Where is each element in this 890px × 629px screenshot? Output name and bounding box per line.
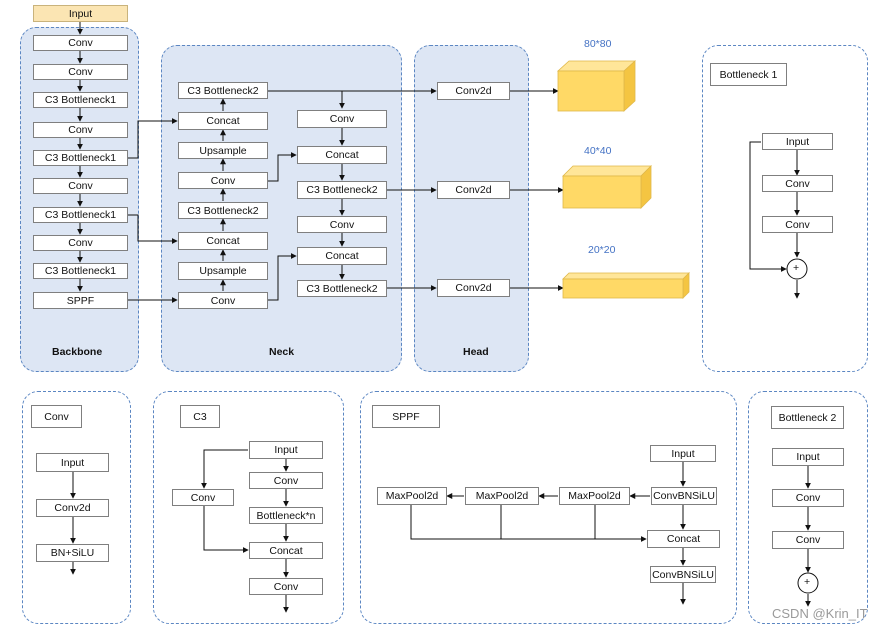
- neck-left-layer-2: Concat: [178, 112, 268, 130]
- neck-label: Neck: [269, 346, 295, 358]
- head-conv2d-2: Conv2d: [437, 181, 510, 199]
- bottleneck1-title: Bottleneck 1: [710, 63, 787, 86]
- bottleneck2-sum-symbol: +: [804, 576, 811, 588]
- backbone-layer-6: Conv: [33, 178, 128, 194]
- neck-right-layer-5: Concat: [297, 247, 387, 265]
- bottleneck1-sum-node: [786, 258, 808, 280]
- backbone-label: Backbone: [52, 346, 103, 358]
- backbone-layer-5: C3 Bottleneck1: [33, 150, 128, 166]
- feature-map-80: [556, 60, 637, 112]
- c3-module-title: C3: [180, 405, 220, 428]
- neck-right-layer-1: Conv: [297, 110, 387, 128]
- head-label: Head: [463, 346, 489, 358]
- bottleneck2-input: Input: [772, 448, 844, 466]
- sppf-module-convbnsilu-out: ConvBNSiLU: [650, 566, 716, 583]
- conv-module-panel: [22, 391, 131, 624]
- backbone-layer-7: C3 Bottleneck1: [33, 207, 128, 223]
- c3-module-conv-shortcut: Conv: [172, 489, 234, 506]
- neck-right-layer-4: Conv: [297, 216, 387, 233]
- conv-module-bn-silu: BN+SiLU: [36, 544, 109, 562]
- backbone-layer-3: C3 Bottleneck1: [33, 92, 128, 108]
- bottleneck1-conv-2: Conv: [762, 216, 833, 233]
- bottleneck1-conv-1: Conv: [762, 175, 833, 192]
- sppf-module-convbnsilu-in: ConvBNSiLU: [651, 487, 717, 505]
- sppf-module-input: Input: [650, 445, 716, 462]
- c3-module-input: Input: [249, 441, 323, 459]
- bottleneck2-conv-1: Conv: [772, 489, 844, 507]
- bottleneck2-sum-node: [797, 572, 819, 594]
- neck-left-layer-7: Upsample: [178, 262, 268, 280]
- backbone-layer-9: C3 Bottleneck1: [33, 263, 128, 279]
- bottleneck1-panel: [702, 45, 868, 372]
- bottleneck2-panel: [748, 391, 868, 624]
- conv-module-input: Input: [36, 453, 109, 472]
- neck-right-layer-6: C3 Bottleneck2: [297, 280, 387, 297]
- sppf-module-panel: [360, 391, 737, 624]
- head-conv2d-1: Conv2d: [437, 82, 510, 100]
- neck-left-layer-1: C3 Bottleneck2: [178, 82, 268, 99]
- feature-map-20: [562, 272, 690, 299]
- neck-right-layer-2: Concat: [297, 146, 387, 164]
- output-size-40: 40*40: [584, 145, 612, 157]
- backbone-layer-1: Conv: [33, 35, 128, 51]
- neck-right-layer-3: C3 Bottleneck2: [297, 181, 387, 199]
- sppf-module-concat: Concat: [647, 530, 720, 548]
- c3-module-conv-out: Conv: [249, 578, 323, 595]
- backbone-layer-10: SPPF: [33, 292, 128, 309]
- sppf-module-title: SPPF: [372, 405, 440, 428]
- feature-map-40: [562, 165, 652, 209]
- neck-left-layer-3: Upsample: [178, 142, 268, 159]
- bottleneck2-title: Bottleneck 2: [771, 406, 844, 429]
- neck-left-layer-5: C3 Bottleneck2: [178, 202, 268, 219]
- conv-module-conv2d: Conv2d: [36, 499, 109, 517]
- conv-module-title: Conv: [31, 405, 82, 428]
- sppf-module-maxpool-1: MaxPool2d: [559, 487, 630, 505]
- sppf-module-maxpool-3: MaxPool2d: [377, 487, 447, 505]
- backbone-layer-2: Conv: [33, 64, 128, 80]
- backbone-layer-8: Conv: [33, 235, 128, 251]
- neck-left-layer-4: Conv: [178, 172, 268, 189]
- c3-module-bottleneck-n: Bottleneck*n: [249, 507, 323, 524]
- watermark: CSDN @Krin_IT: [772, 606, 868, 621]
- output-size-80: 80*80: [584, 38, 612, 50]
- bottleneck1-input: Input: [762, 133, 833, 150]
- c3-module-concat: Concat: [249, 542, 323, 559]
- bottleneck2-conv-2: Conv: [772, 531, 844, 549]
- neck-left-layer-6: Concat: [178, 232, 268, 250]
- network-input: Input: [33, 5, 128, 22]
- output-size-20: 20*20: [588, 244, 616, 256]
- neck-left-layer-8: Conv: [178, 292, 268, 309]
- backbone-layer-4: Conv: [33, 122, 128, 138]
- c3-module-conv-main: Conv: [249, 472, 323, 489]
- head-conv2d-3: Conv2d: [437, 279, 510, 297]
- c3-module-panel: [153, 391, 344, 624]
- bottleneck1-sum-symbol: +: [793, 262, 800, 274]
- sppf-module-maxpool-2: MaxPool2d: [465, 487, 539, 505]
